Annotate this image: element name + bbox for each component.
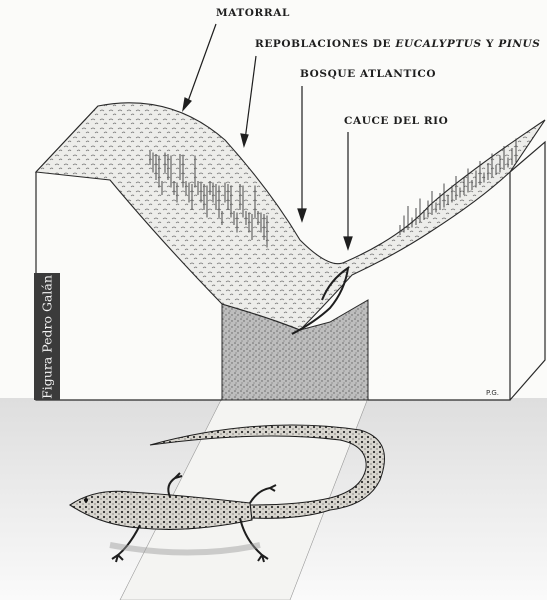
label-pinus: PINUS <box>498 38 540 50</box>
figure-credit-text: Figura Pedro Galán <box>40 275 55 399</box>
figure-credit: Figura Pedro Galán <box>34 273 60 400</box>
artist-signature: P.G. <box>486 389 499 397</box>
label-repoblaciones: REPOBLACIONES DE EUCALYPTUS Y PINUS <box>255 38 541 50</box>
label-cauce-del-rio: CAUCE DEL RIO <box>344 115 448 127</box>
label-matorral: MATORRAL <box>216 7 290 19</box>
label-repoblaciones-prefix: REPOBLACIONES DE <box>255 38 395 50</box>
label-conjunction: Y <box>482 38 499 50</box>
label-bosque-atlantico: BOSQUE ATLANTICO <box>300 68 436 80</box>
label-eucalyptus: EUCALYPTUS <box>395 38 481 50</box>
